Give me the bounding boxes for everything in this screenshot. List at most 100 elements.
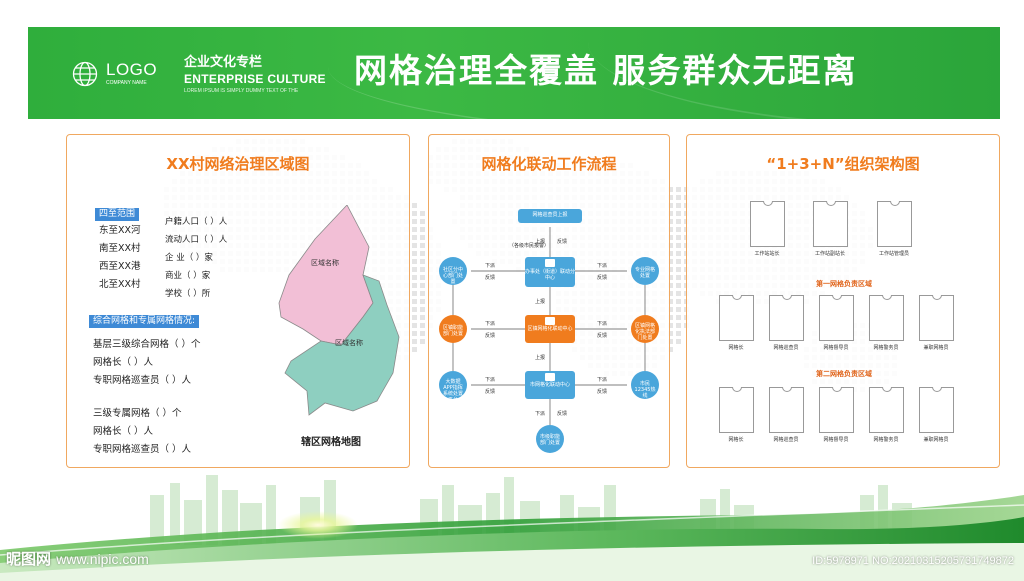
cap-z1-supervisor: 网格督导员 xyxy=(823,345,849,351)
arrow-down-left-2: 下派 xyxy=(485,321,496,327)
cap-z1-parttime: 兼职网格员 xyxy=(923,345,949,351)
photo-z2-parttime xyxy=(919,387,954,433)
grid-line-exclusive: 三级专属网格（ ）个 xyxy=(93,408,182,419)
workflow-panel: 网格化联动工作流程 xyxy=(428,134,670,468)
right-node-hotline: 市民12345热线 xyxy=(634,381,656,399)
node-inspector-report: 网格巡查员上报 xyxy=(532,212,568,218)
cap-z2-police: 网格警务员 xyxy=(873,437,899,443)
arrow-report-1: 上报 xyxy=(535,239,546,245)
photo-z1-inspector xyxy=(769,295,804,341)
photo-station-head xyxy=(750,201,785,247)
floating-population: 流动人口（ ）人 xyxy=(165,235,228,245)
watermark-site-cn: 昵图网 xyxy=(6,550,52,568)
boundary-north: 北至XX村 xyxy=(99,279,141,290)
arrow-report-2: 上报 xyxy=(535,299,546,305)
right-node-professional: 专业网格处置 xyxy=(634,267,655,279)
region-panel-title: XX村网络治理区域图 xyxy=(166,155,310,173)
city-skyline-wave-decoration xyxy=(0,475,1024,581)
photo-z1-parttime xyxy=(919,295,954,341)
map-caption: 辖区网格地图 xyxy=(301,437,361,448)
left-node-bigdata: 大数据APP指挥系统处置平台 xyxy=(442,379,463,403)
cap-z2-inspector: 网格巡查员 xyxy=(773,437,799,443)
photo-z1-supervisor xyxy=(819,295,854,341)
arrow-down-left-3: 下派 xyxy=(485,377,496,383)
left-node-community: 社区分中心部门处置 xyxy=(442,267,463,285)
left-node-district-dept: 区镇职能部门处置 xyxy=(442,325,463,337)
arrow-down-right-3: 下派 xyxy=(597,377,608,383)
arrow-feedback-right-2: 反馈 xyxy=(597,333,608,339)
grid-line-comprehensive: 基层三级综合网格（ ）个 xyxy=(93,339,201,350)
arrow-feedback-1: 反馈 xyxy=(557,239,568,245)
globe-icon xyxy=(72,61,98,87)
cap-z2-leader: 网格长 xyxy=(728,437,744,443)
arrow-down-left-1: 下派 xyxy=(485,263,496,269)
grid-line-leader-1: 网格长（ ）人 xyxy=(93,357,154,368)
cap-z2-parttime: 兼职网格员 xyxy=(923,437,949,443)
watermark-id: ID:5978971 NO:20210315205731749872 xyxy=(812,555,1014,567)
node-top-note: （各级市民报警） xyxy=(509,243,550,249)
photo-z2-police xyxy=(869,387,904,433)
business-count: 商业（ ）家 xyxy=(165,271,211,281)
arrow-down-right-1: 下派 xyxy=(597,263,608,269)
arrow-report-3: 上报 xyxy=(535,355,546,361)
grid-line-inspector-1: 专职网格巡查员（ ）人 xyxy=(93,375,192,386)
school-count: 学校（ ）所 xyxy=(165,289,211,299)
culture-column-cn: 企业文化专栏 xyxy=(184,55,263,70)
workflow-connectors xyxy=(439,209,659,453)
center-district: 区镇网格化联动中心 xyxy=(527,326,573,332)
arrow-down-right-2: 下派 xyxy=(597,321,608,327)
grid-situation-tag: 综合网格和专属网格情况: xyxy=(89,315,200,328)
photo-z1-leader xyxy=(719,295,754,341)
workflow-panel-title: 网格化联动工作流程 xyxy=(481,155,617,173)
center-city: 市网格化联动中心 xyxy=(529,382,570,388)
map-region-label-1: 区域名称 xyxy=(311,258,339,267)
boundary-west: 西至XX港 xyxy=(99,261,141,272)
cap-z1-inspector: 网格巡查员 xyxy=(773,345,799,351)
org-panel-title: “1+3+N”组织架构图 xyxy=(766,155,920,173)
cap-z1-police: 网格警务员 xyxy=(873,345,899,351)
cap-z2-supervisor: 网格督导员 xyxy=(823,437,849,443)
culture-lorem-text: LOREM IPSUM IS SIMPLY DUMMY TEXT OF THE xyxy=(184,88,299,94)
main-title: 网格治理全覆盖 服务群众无距离 xyxy=(354,51,858,90)
logo-text: LOGO xyxy=(106,60,158,79)
culture-column-en: ENTERPRISE CULTURE xyxy=(184,72,326,86)
zone2-caption: 第二网格负责区域 xyxy=(816,370,872,378)
map-region-label-2: 区域名称 xyxy=(335,338,363,347)
arrow-feedback-left-2: 反馈 xyxy=(485,333,496,339)
logo-company-name: COMPANY NAME xyxy=(106,80,147,86)
watermark-site: 昵图网 www.nipic.com xyxy=(6,549,149,569)
arrow-feedback-right-3: 反馈 xyxy=(597,389,608,395)
grid-line-leader-2: 网格长（ ）人 xyxy=(93,426,154,437)
arrow-feedback-left-3: 反馈 xyxy=(485,389,496,395)
photo-z2-supervisor xyxy=(819,387,854,433)
org-structure-panel: “1+3+N”组织架构图 工作站站长 工作站副站长 工作站管理员 第一网格负责区… xyxy=(686,134,1000,468)
photo-z1-police xyxy=(869,295,904,341)
photo-station-deputy xyxy=(813,201,848,247)
photo-station-admin xyxy=(877,201,912,247)
photo-z2-inspector xyxy=(769,387,804,433)
right-node-enforcement: 区镇网格化执法部门处置 xyxy=(634,323,655,341)
bottom-node-city-dept: 市级职能部门处置 xyxy=(539,434,560,446)
boundary-tag: 四至范围 xyxy=(95,208,140,221)
cap-z1-leader: 网格长 xyxy=(728,345,744,351)
district-grid-map: 区域名称 区域名称 xyxy=(278,205,400,416)
arrow-feedback-4: 反馈 xyxy=(557,411,568,417)
watermark-site-url: www.nipic.com xyxy=(56,551,149,567)
cap-station-head: 工作站站长 xyxy=(754,251,780,257)
arrow-feedback-left-1: 反馈 xyxy=(485,275,496,281)
zone1-caption: 第一网格负责区域 xyxy=(816,280,872,288)
photo-z2-leader xyxy=(719,387,754,433)
registered-population: 户籍人口（ ）人 xyxy=(165,217,228,227)
arrow-down-4: 下派 xyxy=(535,411,546,417)
grid-line-inspector-2: 专职网格巡查员（ ）人 xyxy=(93,444,192,455)
center-subdistrict: 办事处（街道）联动分中心 xyxy=(525,269,576,281)
cap-station-admin: 工作站管理员 xyxy=(878,251,909,257)
boundary-east: 东至XX河 xyxy=(99,225,141,236)
arrow-feedback-right-1: 反馈 xyxy=(597,275,608,281)
header-banner: LOGO COMPANY NAME 企业文化专栏 ENTERPRISE CULT… xyxy=(28,27,1000,119)
enterprise-count: 企 业（ ）家 xyxy=(165,253,213,263)
boundary-south: 南至XX村 xyxy=(99,243,141,254)
cap-station-deputy: 工作站副站长 xyxy=(814,251,845,257)
region-map-panel: XX村网络治理区域图 四至范围 东至XX河 南至XX村 西至XX港 北至XX村 … xyxy=(66,134,410,468)
